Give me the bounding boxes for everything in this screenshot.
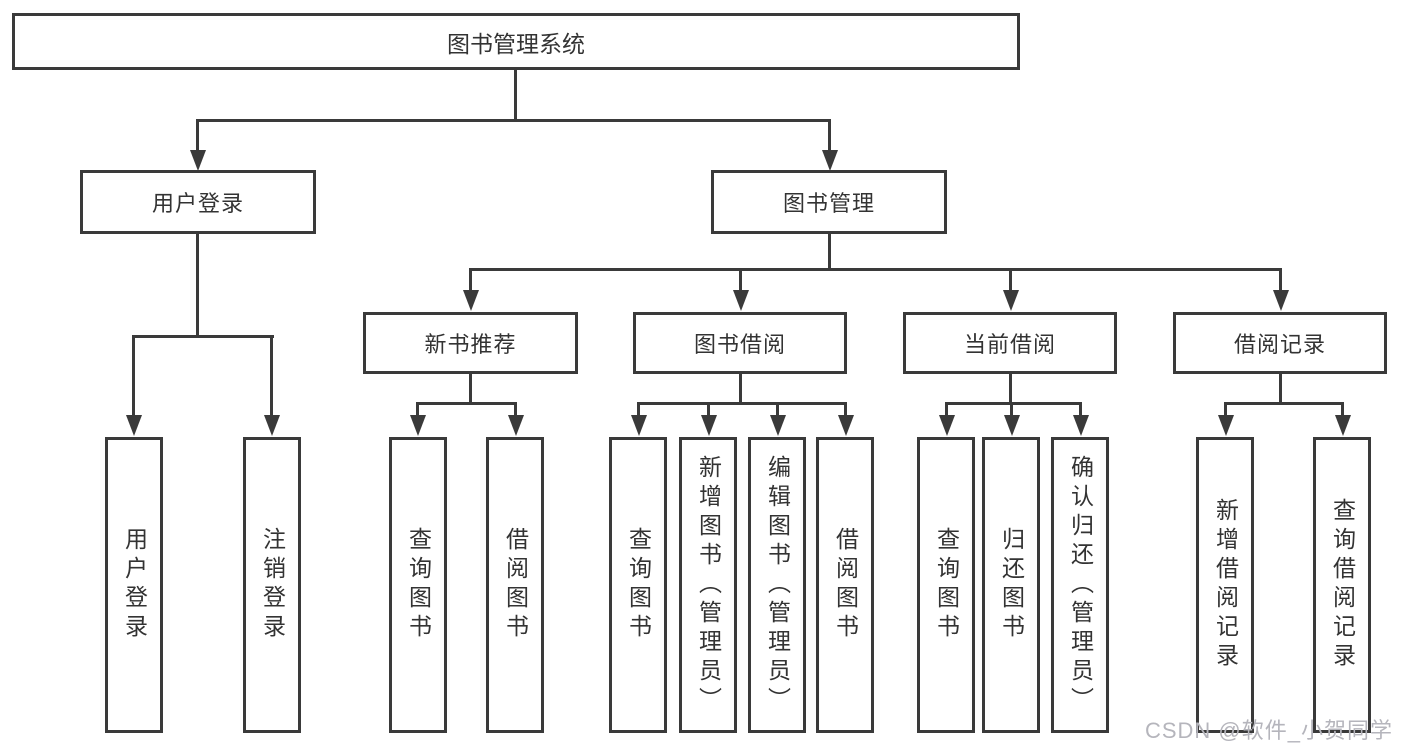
leaf-borrow-books-1-label: 借阅图书 (502, 527, 529, 643)
node-user-login: 用户登录 (80, 170, 316, 234)
arrow-sec3-leaf2 (1004, 415, 1020, 436)
leaf-logout-label: 注销登录 (259, 527, 286, 643)
connector-sec2-stem (739, 374, 742, 405)
node-new-books: 新书推荐 (363, 312, 578, 374)
leaf-query-books-1-label: 查询图书 (405, 527, 432, 643)
connector-sec4-crossbar (1224, 402, 1344, 405)
connector-sec2-crossbar (637, 402, 847, 405)
node-user-login-label: 用户登录 (151, 191, 244, 216)
node-book-mgmt-label: 图书管理 (782, 191, 875, 216)
connector-sec3-leaf3-drop (1079, 402, 1082, 416)
leaf-confirm-return-admin-label: 确认归还（管理员） (1067, 454, 1094, 716)
connector-sec2-leaf4-drop (844, 402, 847, 416)
leaf-query-borrow-record-label: 查询借阅记录 (1329, 498, 1356, 672)
connector-sec1-drop (469, 268, 472, 292)
connector-sec4-leaf2-drop (1341, 402, 1344, 416)
arrow-sec4-leaf1 (1218, 415, 1234, 436)
connector-sec2-leaf2-drop (707, 402, 710, 416)
connector-bookmgmt-crossbar (469, 268, 1282, 271)
leaf-logout: 注销登录 (243, 437, 301, 733)
leaf-borrow-books-2-label: 借阅图书 (832, 527, 859, 643)
connector-sec2-drop (739, 268, 742, 292)
leaf-edit-books-admin: 编辑图书（管理员） (748, 437, 806, 733)
connector-sec3-stem (1009, 374, 1012, 405)
node-book-borrow: 图书借阅 (633, 312, 847, 374)
leaf-query-books-3-label: 查询图书 (933, 527, 960, 643)
leaf-query-borrow-record: 查询借阅记录 (1313, 437, 1371, 733)
node-current-borrow-label: 当前借阅 (963, 332, 1056, 357)
connector-sec3-leaf1-drop (945, 402, 948, 416)
arrow-sec1-leaf2 (508, 415, 524, 436)
connector-root-stem (514, 70, 517, 121)
connector-login-leaf1-drop (132, 335, 135, 416)
arrow-sec2-leaf1 (631, 415, 647, 436)
leaf-add-books-admin-label: 新增图书（管理员） (695, 454, 722, 716)
connector-sec1-stem (469, 374, 472, 405)
leaf-query-books-3: 查询图书 (917, 437, 975, 733)
connector-sec1-crossbar (417, 402, 517, 405)
arrow-sec3-leaf1 (939, 415, 955, 436)
connector-userlogin-crossbar (133, 335, 274, 338)
node-book-mgmt: 图书管理 (711, 170, 947, 234)
leaf-return-books: 归还图书 (982, 437, 1040, 733)
leaf-query-books-1: 查询图书 (389, 437, 447, 733)
leaf-add-books-admin: 新增图书（管理员） (679, 437, 737, 733)
connector-sec4-stem (1279, 374, 1282, 405)
arrow-sec1-leaf1 (410, 415, 426, 436)
arrow-sec2-leaf3 (770, 415, 786, 436)
connector-bookmgmt-stem (828, 234, 831, 271)
arrow-to-borrow-records (1273, 290, 1289, 311)
csdn-watermark: CSDN @软件_小贺同学 (1144, 718, 1393, 743)
connector-sec1-leaf1-drop (416, 402, 419, 416)
leaf-confirm-return-admin: 确认归还（管理员） (1051, 437, 1109, 733)
arrow-to-login-leaf1 (126, 415, 142, 436)
connector-root-crossbar (196, 119, 831, 122)
connector-login-leaf2-drop (270, 335, 273, 416)
node-current-borrow: 当前借阅 (903, 312, 1117, 374)
connector-userlogin-stem (196, 234, 199, 337)
leaf-borrow-books-1: 借阅图书 (486, 437, 544, 733)
connector-sec4-drop (1279, 268, 1282, 292)
node-root: 图书管理系统 (12, 13, 1020, 70)
leaf-query-books-2: 查询图书 (609, 437, 667, 733)
leaf-query-books-2-label: 查询图书 (625, 527, 652, 643)
arrow-sec2-leaf4 (838, 415, 854, 436)
arrow-sec3-leaf3 (1073, 415, 1089, 436)
node-borrow-records-label: 借阅记录 (1233, 332, 1326, 357)
arrow-to-book-borrow (733, 290, 749, 311)
connector-sec1-leaf2-drop (514, 402, 517, 416)
node-book-borrow-label: 图书借阅 (693, 332, 786, 357)
leaf-return-books-label: 归还图书 (998, 527, 1025, 643)
arrow-to-login-leaf2 (264, 415, 280, 436)
node-new-books-label: 新书推荐 (424, 332, 517, 357)
arrow-to-bookmgmt (822, 150, 838, 171)
arrow-sec4-leaf2 (1335, 415, 1351, 436)
connector-sec3-leaf2-drop (1010, 402, 1013, 416)
connector-sec3-crossbar (945, 402, 1082, 405)
leaf-add-borrow-record-label: 新增借阅记录 (1212, 498, 1239, 672)
arrow-to-userlogin (190, 150, 206, 171)
arrow-sec2-leaf2 (701, 415, 717, 436)
node-borrow-records: 借阅记录 (1173, 312, 1387, 374)
leaf-user-login-label: 用户登录 (121, 527, 148, 643)
arrow-to-current-borrow (1003, 290, 1019, 311)
connector-sec4-leaf1-drop (1224, 402, 1227, 416)
connector-bookmgmt-drop (828, 119, 831, 151)
leaf-add-borrow-record: 新增借阅记录 (1196, 437, 1254, 733)
node-root-label: 图书管理系统 (447, 30, 585, 57)
leaf-user-login: 用户登录 (105, 437, 163, 733)
connector-sec3-drop (1009, 268, 1012, 292)
connector-sec2-leaf1-drop (637, 402, 640, 416)
connector-sec2-leaf3-drop (776, 402, 779, 416)
leaf-borrow-books-2: 借阅图书 (816, 437, 874, 733)
arrow-to-new-books (463, 290, 479, 311)
connector-userlogin-drop (196, 119, 199, 151)
leaf-edit-books-admin-label: 编辑图书（管理员） (764, 454, 791, 716)
